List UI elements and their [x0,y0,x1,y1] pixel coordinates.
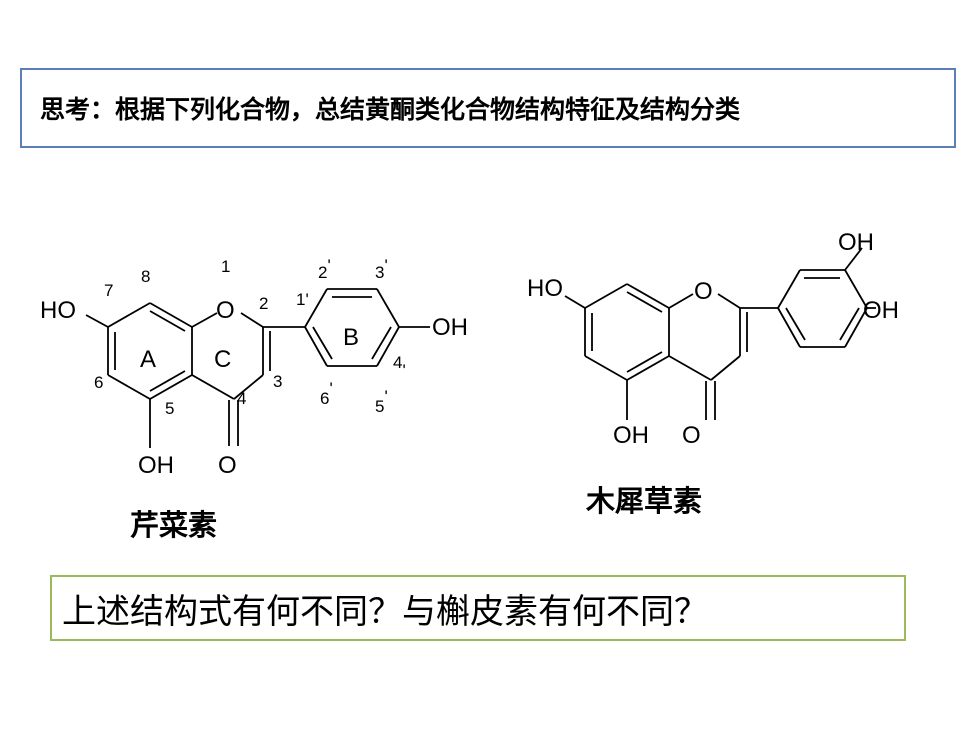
luteolin-structure [564,247,876,420]
apigenin-labels: HO O OH OH O A C B 1 2 3 4 5 6 7 8 1' 2'… [40,256,468,479]
atom-o-1: O [216,297,235,324]
question-text: 上述结构式有何不同？与槲皮素有何不同？ [62,591,708,632]
atom-oh-3prime: OH [838,229,874,256]
position-3prime: 3' [375,256,388,282]
position-7: 7 [104,281,113,300]
atom-o-4: O [218,452,237,479]
atom-o-4: O [682,422,701,449]
position-1prime: 1' [296,290,309,309]
title-box: 思考：根据下列化合物，总结黄酮类化合物结构特征及结构分类 [20,68,956,148]
compound-name-luteolin: 木犀草素 [586,484,703,518]
atom-o-1: O [694,278,713,305]
atom-ho-7: HO [527,275,563,302]
position-5: 5 [165,399,174,418]
position-5prime: 5' [375,387,388,416]
position-4: 4 [237,389,246,408]
atom-oh-4prime: OH [432,314,468,341]
title-text: 思考：根据下列化合物，总结黄酮类化合物结构特征及结构分类 [40,95,741,124]
position-4prime: 4' [393,353,406,380]
position-2: 2 [259,294,268,313]
ring-c-label: C [214,346,231,373]
compound-name-apigenin: 芹菜素 [130,508,218,542]
luteolin-labels: HO O OH OH OH O [527,229,899,449]
position-1: 1 [221,257,230,276]
position-6: 6 [94,373,103,392]
ring-a-label: A [140,346,156,373]
position-2prime: 2' [318,256,331,282]
position-6prime: 6' [320,379,333,408]
apigenin-structure [85,288,430,448]
position-8: 8 [141,267,150,286]
ring-b-label: B [343,324,359,351]
question-box: 上述结构式有何不同？与槲皮素有何不同？ [50,575,906,641]
atom-oh-5: OH [613,422,649,449]
atom-ho-7: HO [40,297,76,324]
atom-oh-5: OH [138,452,174,479]
atom-oh-4prime: OH [863,297,899,324]
position-3: 3 [273,372,282,391]
